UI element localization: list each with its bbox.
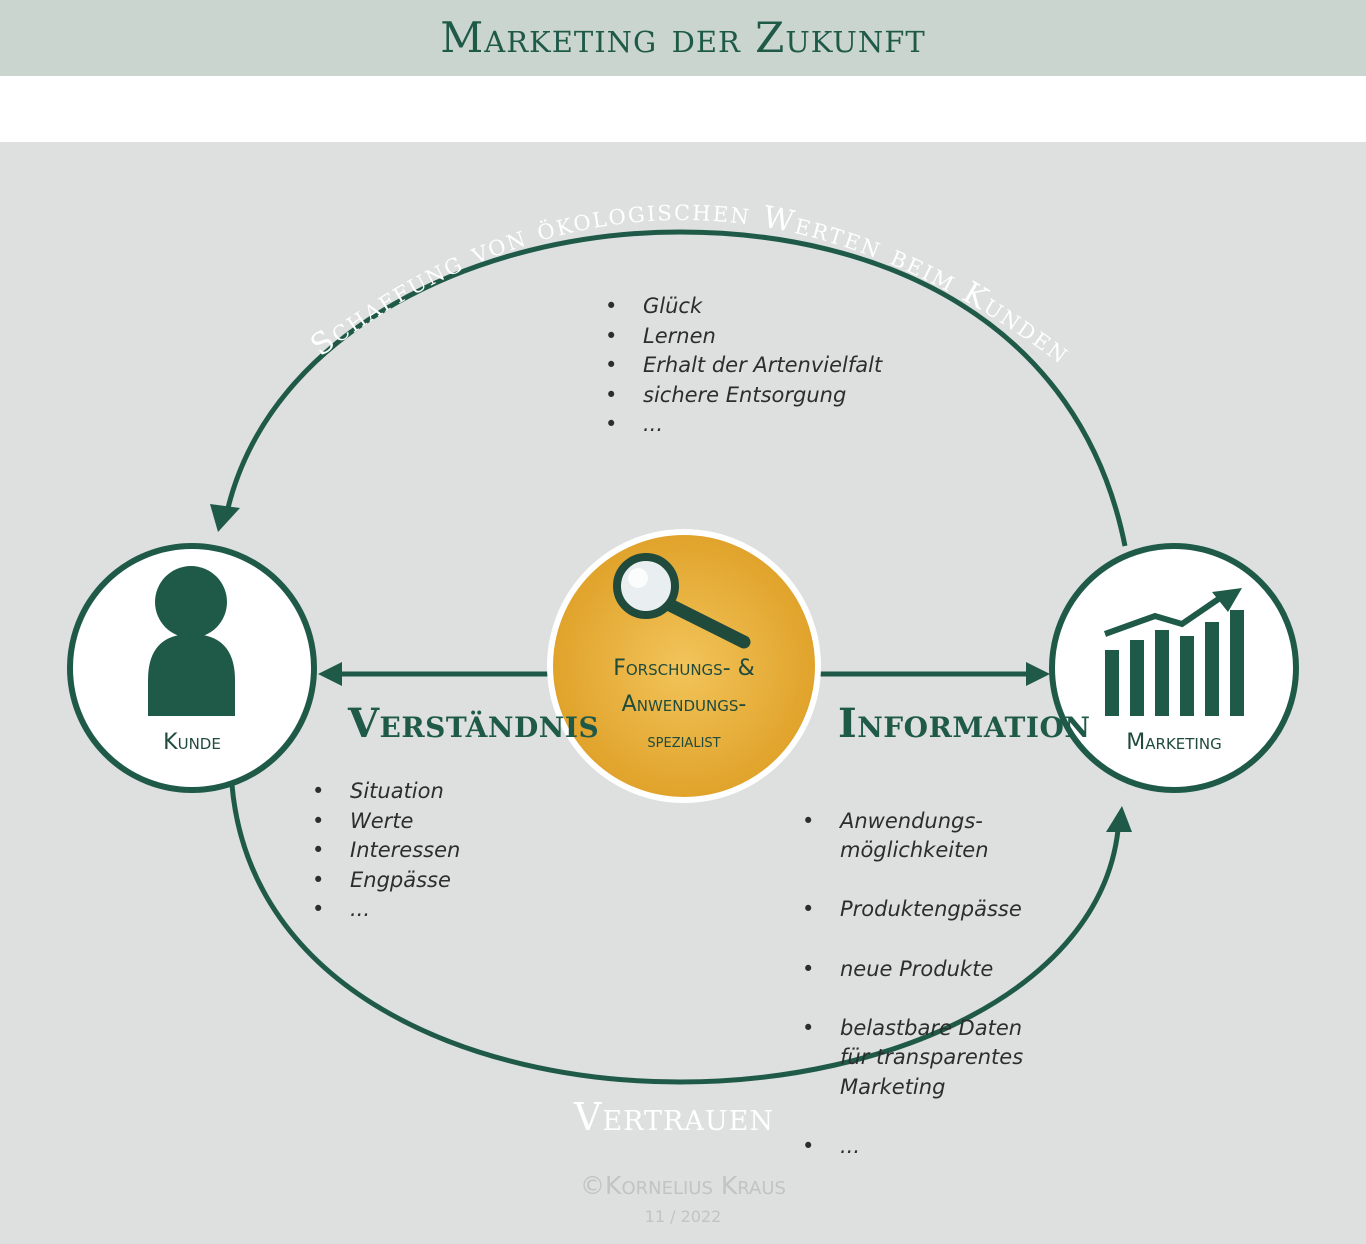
list-item: neue Produkte [802,955,1023,985]
bottom-cycle-arc [229,784,1121,1085]
bottom-arc-label: Vertrauen [573,1095,774,1139]
growth-chart-icon [1103,588,1244,716]
copyright-notice: ©Kornelius Kraus [580,1171,786,1200]
list-item: Lernen [605,322,882,352]
understanding-list: Situation Werte Interessen Engpässe ... [310,777,460,925]
list-item: ... [312,895,460,925]
specialist-label-line1: Forschungs- & [613,656,755,681]
list-item: Erhalt der Artenvielfalt [605,351,882,381]
information-heading: Information [838,700,1091,747]
list-item: Produktengpässe [802,895,1023,925]
list-item: belastbare Daten für transparentes Marke… [802,1014,1023,1103]
list-item: ... [605,410,882,440]
marketing-label: Marketing [1126,730,1222,755]
arrowhead-to-marketing [1026,662,1050,686]
values-list: Glück Lernen Erhalt der Artenvielfalt si… [603,292,882,440]
arrowhead-right [1106,806,1132,832]
header-bar [0,0,1366,76]
list-item: Situation [312,777,460,807]
arrowhead-left [210,504,240,532]
page-title: Marketing der Zukunft [440,13,926,62]
arrowhead-to-customer [318,662,342,686]
specialist-label-line2: Anwendungs- [621,692,747,717]
person-icon [148,566,235,716]
list-item: Glück [605,292,882,322]
information-list: Anwendungs- möglichkeiten Produktengpäss… [800,777,1023,1191]
marketing-node [1049,543,1299,793]
list-item: Interessen [312,836,460,866]
list-item: sichere Entsorgung [605,381,882,411]
date-notice: 11 / 2022 [644,1207,722,1226]
customer-label: Kunde [163,730,221,755]
top-cycle-arc [225,229,1128,547]
specialist-label-line3: spezialist [647,730,721,752]
list-item: ... [802,1132,1023,1162]
understanding-heading: Verständnis [348,700,600,747]
list-item: Anwendungs- möglichkeiten [802,807,1023,866]
magnifier-icon [613,553,751,649]
list-item: Werte [312,807,460,837]
list-item: Engpässe [312,866,460,896]
